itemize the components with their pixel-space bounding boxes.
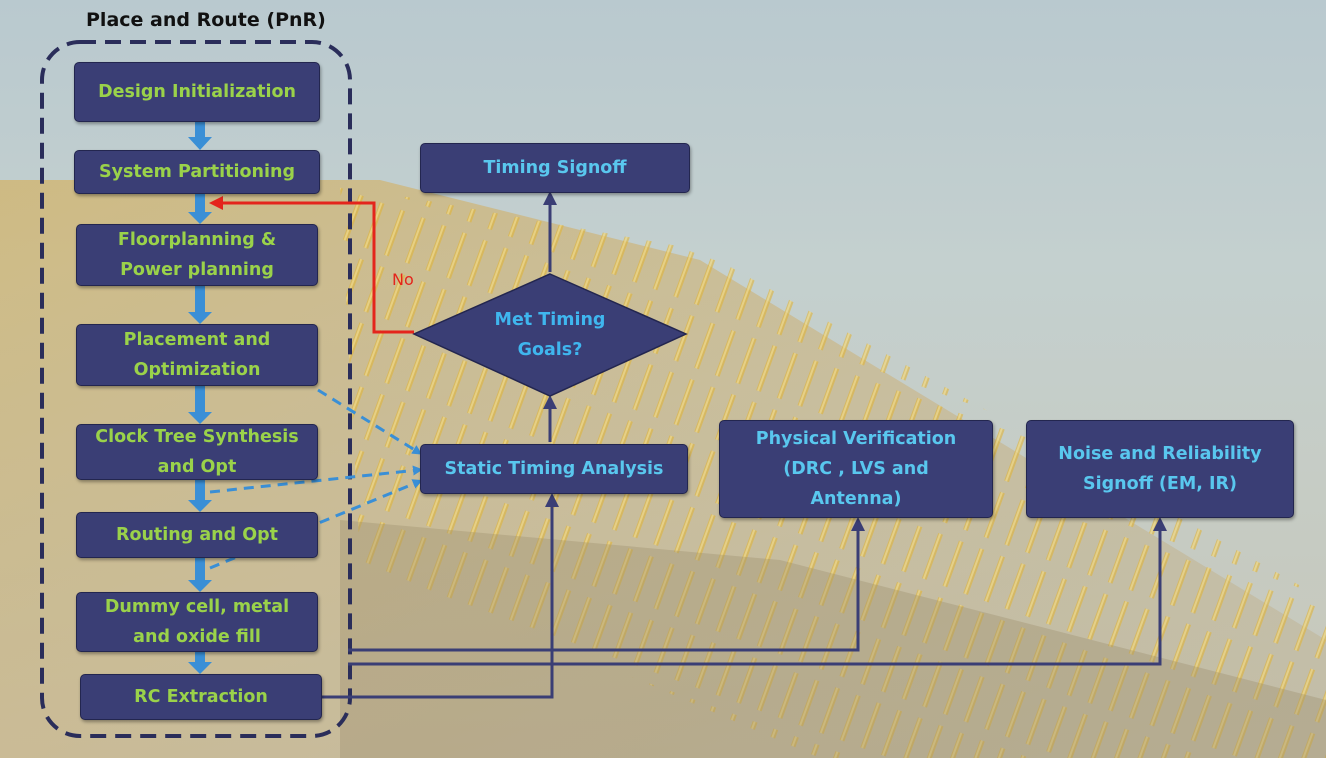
step-arrow-1 <box>188 122 212 150</box>
step-routing-opt: Routing and Opt <box>76 512 318 558</box>
step-arrow-4 <box>188 386 212 424</box>
no-branch-label: No <box>392 270 414 289</box>
static-timing-analysis-box: Static Timing Analysis <box>420 444 688 494</box>
pnr-group-title: Place and Route (PnR) <box>86 9 326 31</box>
step-placement-optimization: Placement and Optimization <box>76 324 318 386</box>
step-dummy-fill: Dummy cell, metal and oxide fill <box>76 592 318 652</box>
step-floorplanning: Floorplanning & Power planning <box>76 224 318 286</box>
physical-verification-box: Physical Verification (DRC , LVS and Ant… <box>719 420 993 518</box>
pnr-step-arrows <box>188 122 212 674</box>
step-design-initialization: Design Initialization <box>74 62 320 122</box>
step-rc-extraction: RC Extraction <box>80 674 322 720</box>
decision-label: Met Timing Goals? <box>494 310 606 360</box>
loop-back-arrow <box>209 196 414 334</box>
noise-reliability-signoff-box: Noise and Reliability Signoff (EM, IR) <box>1026 420 1294 518</box>
navy-connectors <box>322 191 1167 699</box>
decision-diamond <box>412 273 688 397</box>
step-arrow-2 <box>188 194 212 224</box>
step-arrow-5 <box>188 480 212 512</box>
step-arrow-6 <box>188 558 212 592</box>
step-arrow-3 <box>188 286 212 324</box>
pnr-group-border <box>40 40 352 738</box>
timing-signoff-box: Timing Signoff <box>420 143 690 193</box>
step-clock-tree-synthesis: Clock Tree Synthesis and Opt <box>76 424 318 480</box>
step-arrow-7 <box>188 652 212 674</box>
step-system-partitioning: System Partitioning <box>74 150 320 194</box>
